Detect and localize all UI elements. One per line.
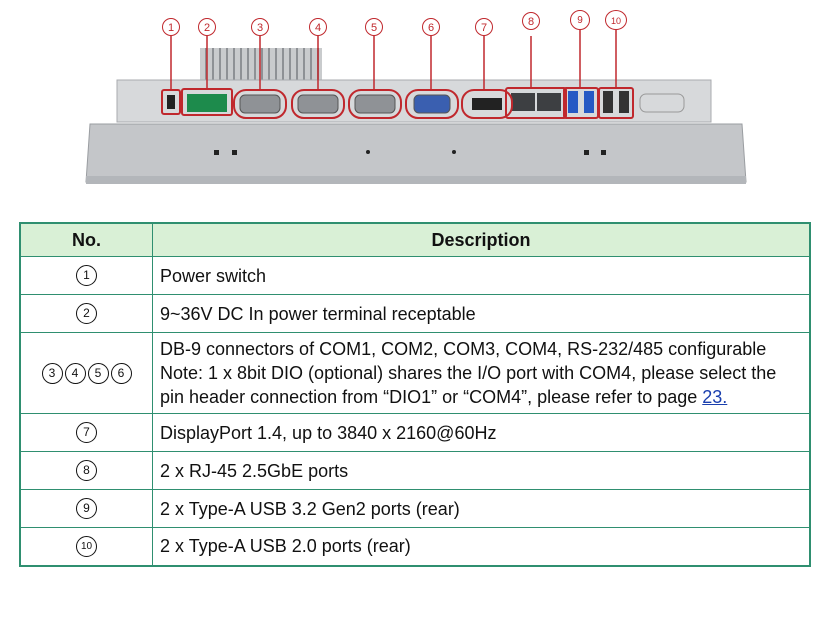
row-number: 9 — [19, 489, 153, 528]
header-no: No. — [19, 222, 153, 257]
usb3-port-1 — [568, 91, 578, 113]
row-description: DB-9 connectors of COM1, COM2, COM3, COM… — [152, 332, 811, 414]
page-link[interactable]: 23. — [702, 387, 728, 407]
device-rear-io-illustration: 1 2 3 4 5 6 7 8 9 10 — [0, 0, 838, 205]
usb2-port-1 — [603, 91, 613, 113]
circled-number: 6 — [110, 362, 132, 384]
row-description: 9~36V DC In power terminal receptable — [152, 294, 811, 333]
row-number: 1 — [19, 256, 153, 295]
com-note-text: Note: 1 x 8bit DIO (optional) shares the… — [160, 363, 777, 407]
table-row: 1 Power switch — [19, 256, 811, 295]
rj45-port-1 — [511, 93, 535, 111]
callout-7: 7 — [475, 18, 493, 36]
usb2-port-2 — [619, 91, 629, 113]
com-note: Note: 1 x 8bit DIO (optional) shares the… — [160, 361, 801, 409]
com-description: DB-9 connectors of COM1, COM2, COM3, COM… — [160, 339, 767, 359]
callout-5: 5 — [365, 18, 383, 36]
circled-number: 5 — [87, 362, 109, 384]
table-row: 10 2 x Type-A USB 2.0 ports (rear) — [19, 527, 811, 566]
table-row: 8 2 x RJ-45 2.5GbE ports — [19, 451, 811, 490]
row-number: 2 — [19, 294, 153, 333]
device-drawing — [85, 30, 747, 184]
callout-leaders — [170, 30, 617, 90]
callout-4: 4 — [309, 18, 327, 36]
power-switch-port — [167, 95, 175, 109]
com-ports — [239, 94, 451, 114]
circled-number: 8 — [76, 460, 97, 482]
table-row: 7 DisplayPort 1.4, up to 3840 x 2160@60H… — [19, 413, 811, 452]
callout-8: 8 — [522, 12, 540, 30]
circled-number: 1 — [76, 265, 97, 287]
table-row: 2 9~36V DC In power terminal receptable — [19, 294, 811, 333]
circled-number: 2 — [76, 303, 97, 325]
row-description: DisplayPort 1.4, up to 3840 x 2160@60Hz — [152, 413, 811, 452]
circled-number: 3 — [41, 362, 63, 384]
row-description: Power switch — [152, 256, 811, 295]
row-description: 2 x Type-A USB 2.0 ports (rear) — [152, 527, 811, 566]
power-terminal-port — [187, 94, 227, 112]
circled-number: 10 — [76, 536, 97, 558]
io-description-table: No. Description 1 Power switch 2 9~36V D… — [19, 222, 811, 567]
row-description: 2 x RJ-45 2.5GbE ports — [152, 451, 811, 490]
callout-6: 6 — [422, 18, 440, 36]
row-number: 7 — [19, 413, 153, 452]
row-description: 2 x Type-A USB 3.2 Gen2 ports (rear) — [152, 489, 811, 528]
callout-1: 1 — [162, 18, 180, 36]
blank-port-cover — [639, 93, 685, 113]
header-description: Description — [152, 222, 811, 257]
circled-number: 7 — [76, 422, 97, 444]
circled-number: 4 — [64, 362, 86, 384]
callout-2: 2 — [198, 18, 216, 36]
table-row: 9 2 x Type-A USB 3.2 Gen2 ports (rear) — [19, 489, 811, 528]
rj45-port-2 — [537, 93, 561, 111]
heatsink — [200, 48, 322, 84]
table-header-row: No. Description — [19, 222, 811, 257]
callout-9: 9 — [570, 10, 590, 30]
displayport-port — [472, 98, 502, 110]
callout-3: 3 — [251, 18, 269, 36]
callout-10: 10 — [605, 10, 627, 30]
circled-number: 9 — [76, 498, 97, 520]
row-number: 8 — [19, 451, 153, 490]
front-bezel — [85, 123, 747, 183]
usb3-port-2 — [584, 91, 594, 113]
row-number: 10 — [19, 527, 153, 566]
